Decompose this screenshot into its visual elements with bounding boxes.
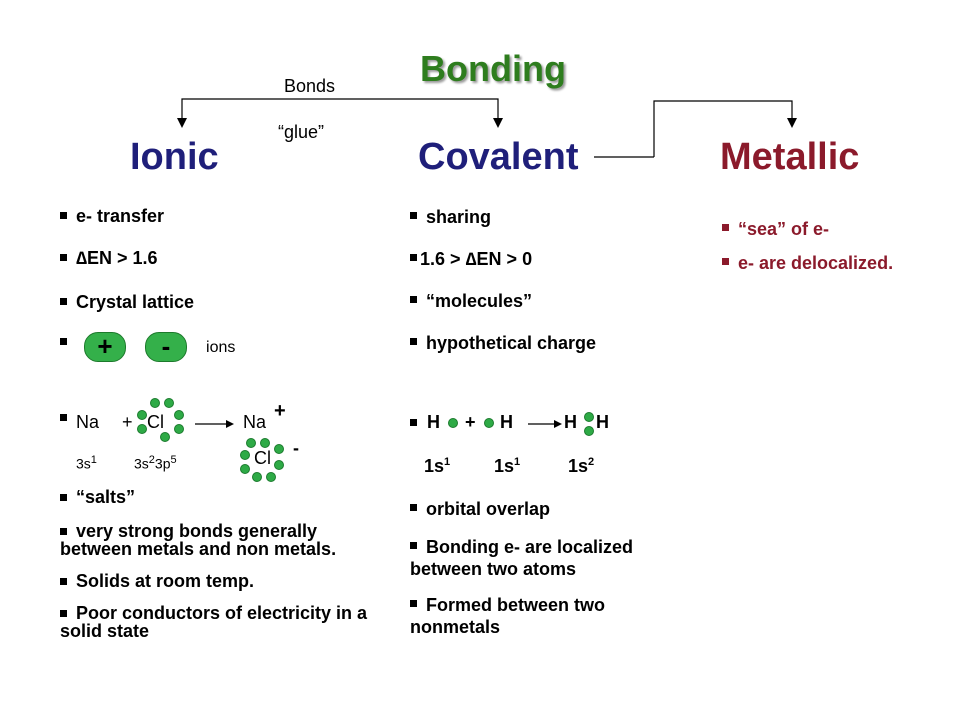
list-item: 1.6 > ∆EN > 0 <box>410 248 670 270</box>
list-item: ∆EN > 1.6 <box>60 248 380 292</box>
list-item: “salts” <box>60 488 380 506</box>
electron-dot <box>174 424 184 434</box>
bullet <box>60 414 67 421</box>
ionic-arrow-head <box>226 420 234 428</box>
ions-label: ions <box>206 338 236 356</box>
na-config: 3s1 <box>76 454 97 472</box>
bullet <box>410 419 417 426</box>
electron-dot <box>274 444 284 454</box>
page-title: Bonding <box>420 48 566 89</box>
eq-cl-ion: Cl <box>254 448 271 468</box>
covalent-list: sharing 1.6 > ∆EN > 0 “molecules” hypoth… <box>410 206 670 354</box>
arrow-head-metallic <box>787 118 797 128</box>
electron-dot <box>448 418 458 428</box>
electron-dot <box>150 398 160 408</box>
eq-plus: + <box>122 412 133 432</box>
electron-dot <box>164 398 174 408</box>
metallic-list: “sea” of e- e- are delocalized. <box>722 218 922 274</box>
list-item: Poor conductors of electricity in a soli… <box>60 603 368 641</box>
eq-h2: H <box>500 412 513 432</box>
ionic-list: e- transfer ∆EN > 1.6 Crystal lattice + … <box>60 206 380 372</box>
eq-h4: H <box>596 412 609 432</box>
covalent-arrow-head <box>554 420 562 428</box>
electron-dot <box>137 410 147 420</box>
list-item: Formed between two nonmetals <box>410 595 606 637</box>
electron-dot <box>584 426 594 436</box>
list-item: Bonding e- are localized between two ato… <box>410 537 634 579</box>
glue-note: “glue” <box>278 122 325 142</box>
anion-badge: - <box>145 332 188 362</box>
eq-cl: Cl <box>147 412 164 432</box>
cov-config-2: 1s1 <box>494 456 521 476</box>
cov-config-1: 1s1 <box>424 456 451 476</box>
bonds-note: Bonds <box>284 76 336 96</box>
arrow-head-covalent <box>493 118 503 128</box>
eq-na-charge: + <box>274 400 286 422</box>
electron-dot <box>246 438 256 448</box>
electron-dot <box>274 460 284 470</box>
list-item: “sea” of e- <box>722 218 922 240</box>
eq-cl-charge: - <box>293 438 299 458</box>
electron-dot <box>584 412 594 422</box>
electron-dot <box>266 472 276 482</box>
electron-dot <box>260 438 270 448</box>
eq-cov-plus: + <box>465 412 476 432</box>
electron-dot <box>174 410 184 420</box>
list-item: sharing <box>410 206 670 228</box>
cov-config-3: 1s2 <box>568 456 595 476</box>
electron-dot <box>484 418 494 428</box>
electron-dot <box>160 432 170 442</box>
heading-ionic: Ionic <box>130 136 219 178</box>
list-item: hypothetical charge <box>410 332 670 354</box>
list-item: Solids at room temp. <box>60 572 380 590</box>
eq-h1: H <box>427 412 440 432</box>
eq-na: Na <box>76 412 100 432</box>
list-item: e- transfer <box>60 206 380 248</box>
electron-dot <box>240 464 250 474</box>
electron-dot <box>137 424 147 434</box>
covalent-metallic-bracket <box>653 100 793 157</box>
cl-config: 3s23p5 <box>134 454 177 472</box>
heading-metallic: Metallic <box>720 136 860 178</box>
heading-covalent: Covalent <box>418 136 579 178</box>
covalent-list-lower: orbital overlap Bonding e- are localized… <box>410 498 640 638</box>
list-item: e- are delocalized. <box>722 252 922 274</box>
cation-badge: + <box>84 332 126 362</box>
list-item: Crystal lattice <box>60 292 380 332</box>
eq-h3: H <box>564 412 577 432</box>
ionic-list-lower: “salts” very strong bonds generally betw… <box>60 488 380 640</box>
electron-dot <box>240 450 250 460</box>
list-item-ions: + - ions <box>60 332 380 372</box>
electron-dot <box>252 472 262 482</box>
ionic-covalent-bracket <box>181 98 499 125</box>
list-item: “molecules” <box>410 290 670 312</box>
eq-na-ion: Na <box>243 412 267 432</box>
arrow-head-ionic <box>177 118 187 128</box>
list-item: orbital overlap <box>410 498 640 520</box>
list-item: very strong bonds generally between meta… <box>60 521 337 559</box>
